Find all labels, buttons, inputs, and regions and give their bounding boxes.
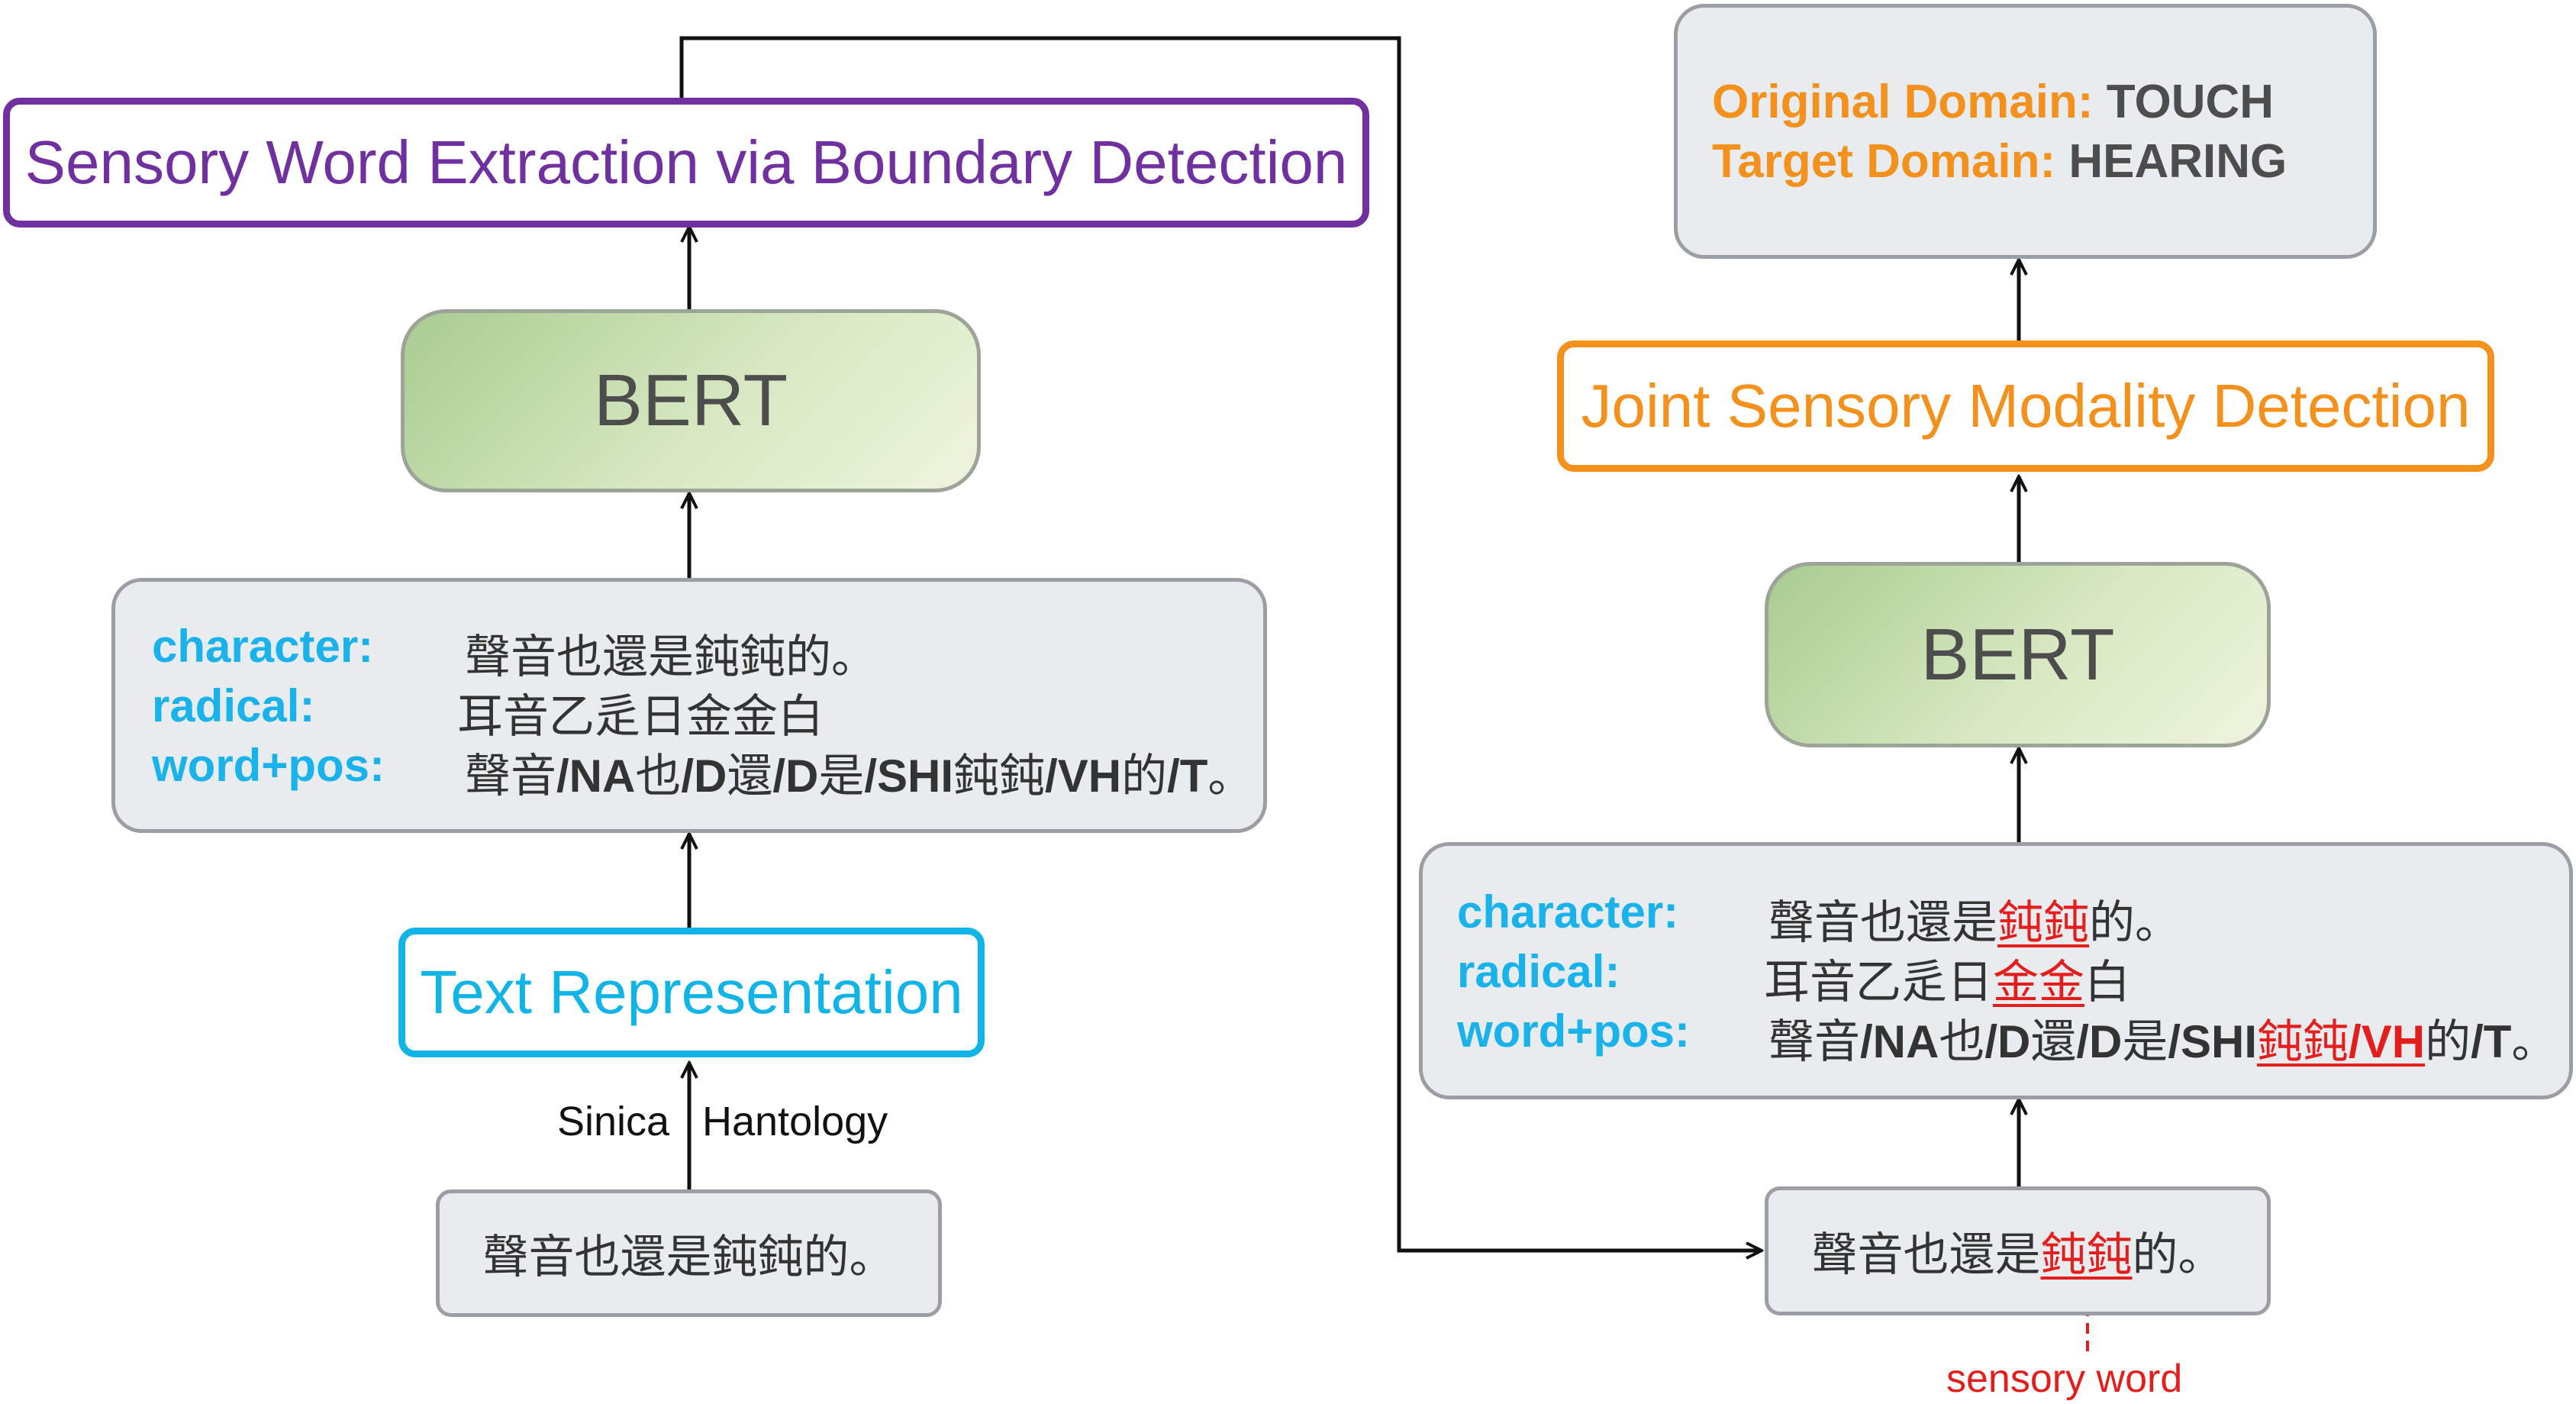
sensory-word-extraction-box: Sensory Word Extraction via Boundary Det… — [3, 98, 1369, 228]
right-wordpos-value: 聲音/NA也/D還/D是/SHI鈍鈍/VH的/T。 — [1768, 1005, 2557, 1071]
input-highlight: 鈍鈍 — [2040, 1228, 2133, 1282]
target-domain-label: Target Domain: — [1712, 135, 2056, 188]
right-input-sentence-box: 聲音也還是鈍鈍的。 — [1765, 1186, 2271, 1315]
wp-word: 也 — [635, 750, 682, 803]
original-domain-value: TOUCH — [2106, 76, 2275, 128]
wp-tag: /NA — [556, 750, 636, 802]
radical-pre: 耳音乙辵日 — [1764, 956, 1993, 1009]
wp-word: 聲音 — [465, 750, 556, 803]
wp-word: 也 — [1939, 1015, 1985, 1069]
radical-highlight: 金金 — [1993, 956, 2084, 1009]
joint-sensory-modality-detection-label: Joint Sensory Modality Detection — [1581, 372, 2471, 440]
wp-highlight-tag: /VH — [2349, 1016, 2426, 1067]
wp-word: 還 — [727, 750, 773, 803]
wp-tag: /NA — [1860, 1016, 1939, 1067]
original-domain-row: Original Domain: TOUCH — [1712, 75, 2274, 129]
input-post: 的。 — [2132, 1228, 2224, 1282]
right-radical-label: radical: — [1457, 946, 1620, 997]
input-pre: 聲音也還是 — [1811, 1228, 2041, 1282]
left-character-value: 聲音也還是鈍鈍的。 — [465, 631, 877, 684]
sensory-word-extraction-label: Sensory Word Extraction via Boundary Det… — [24, 128, 1348, 196]
domain-result-box: Original Domain: TOUCH Target Domain: HE… — [1674, 4, 2377, 259]
right-radical-value: 耳音乙辵日金金白 — [1764, 945, 2130, 1012]
left-bert-label: BERT — [593, 360, 788, 441]
sinica-label: Sinica — [557, 1099, 670, 1144]
wp-tag: /VH — [1045, 750, 1122, 802]
right-bert-label: BERT — [1920, 613, 2115, 696]
target-domain-row: Target Domain: HEARING — [1712, 134, 2287, 189]
wp-tag: /T — [2471, 1016, 2512, 1067]
wp-tag: /D — [2076, 1016, 2123, 1067]
wp-word: 聲音 — [1768, 1015, 1860, 1069]
right-input-sentence: 聲音也還是鈍鈍的。 — [1812, 1218, 2224, 1284]
text-representation-label: Text Representation — [420, 958, 963, 1026]
wp-word: 的 — [2425, 1015, 2471, 1069]
left-radical-label: radical: — [152, 680, 315, 731]
wp-word: 是 — [2122, 1015, 2168, 1069]
char-highlight: 鈍鈍 — [1997, 896, 2089, 950]
right-wordpos-label: word+pos: — [1457, 1005, 1691, 1057]
left-input-sentence: 聲音也還是鈍鈍的。 — [482, 1231, 895, 1284]
left-wordpos-value: 聲音/NA也/D還/D是/SHI鈍鈍/VH的/T。 — [465, 739, 1253, 805]
char-pre: 聲音也還是 — [1768, 896, 1997, 950]
wp-tag: /D — [772, 750, 819, 802]
sensory-word-label: sensory word — [1946, 1357, 2183, 1401]
wp-word: 鈍鈍 — [953, 750, 1046, 803]
joint-sensory-modality-detection-box: Joint Sensory Modality Detection — [1557, 341, 2494, 472]
right-representation-box: character: 聲音也還是鈍鈍的。 radical: 耳音乙辵日金金白 w… — [1419, 842, 2573, 1099]
wp-word: 。 — [2511, 1015, 2558, 1069]
left-input-sentence-box: 聲音也還是鈍鈍的。 — [436, 1189, 942, 1317]
wp-tag: /D — [1984, 1016, 2031, 1067]
char-post: 的。 — [2089, 896, 2181, 950]
left-radical-value: 耳音乙辵日金金白 — [457, 690, 824, 744]
right-character-label: character: — [1457, 886, 1679, 938]
radical-post: 白 — [2084, 956, 2130, 1009]
target-domain-value: HEARING — [2068, 135, 2287, 188]
left-bert-box: BERT — [401, 309, 981, 492]
wp-word: 是 — [818, 750, 865, 803]
wp-word: 還 — [2030, 1015, 2077, 1069]
wp-word: 的 — [1121, 750, 1168, 803]
left-wordpos-label: word+pos: — [152, 740, 385, 791]
text-representation-box: Text Representation — [398, 928, 985, 1057]
wp-highlight-word: 鈍鈍 — [2257, 1015, 2349, 1069]
wp-tag: /T — [1167, 750, 1208, 802]
wp-tag: /SHI — [2168, 1016, 2258, 1067]
left-character-label: character: — [152, 621, 374, 672]
hantology-label: Hantology — [702, 1099, 888, 1144]
arrow-extraction-to-right-input — [679, 36, 1762, 1251]
original-domain-label: Original Domain: — [1712, 76, 2094, 128]
right-character-value: 聲音也還是鈍鈍的。 — [1768, 886, 2181, 952]
left-representation-box: character: 聲音也還是鈍鈍的。 radical: 耳音乙辵日金金白 w… — [111, 578, 1267, 833]
wp-tag: /SHI — [864, 750, 954, 802]
right-bert-box: BERT — [1765, 562, 2271, 747]
wp-word: 。 — [1207, 750, 1254, 803]
wp-tag: /D — [681, 750, 727, 802]
wp-highlight: 鈍鈍/VH — [2257, 1015, 2425, 1069]
